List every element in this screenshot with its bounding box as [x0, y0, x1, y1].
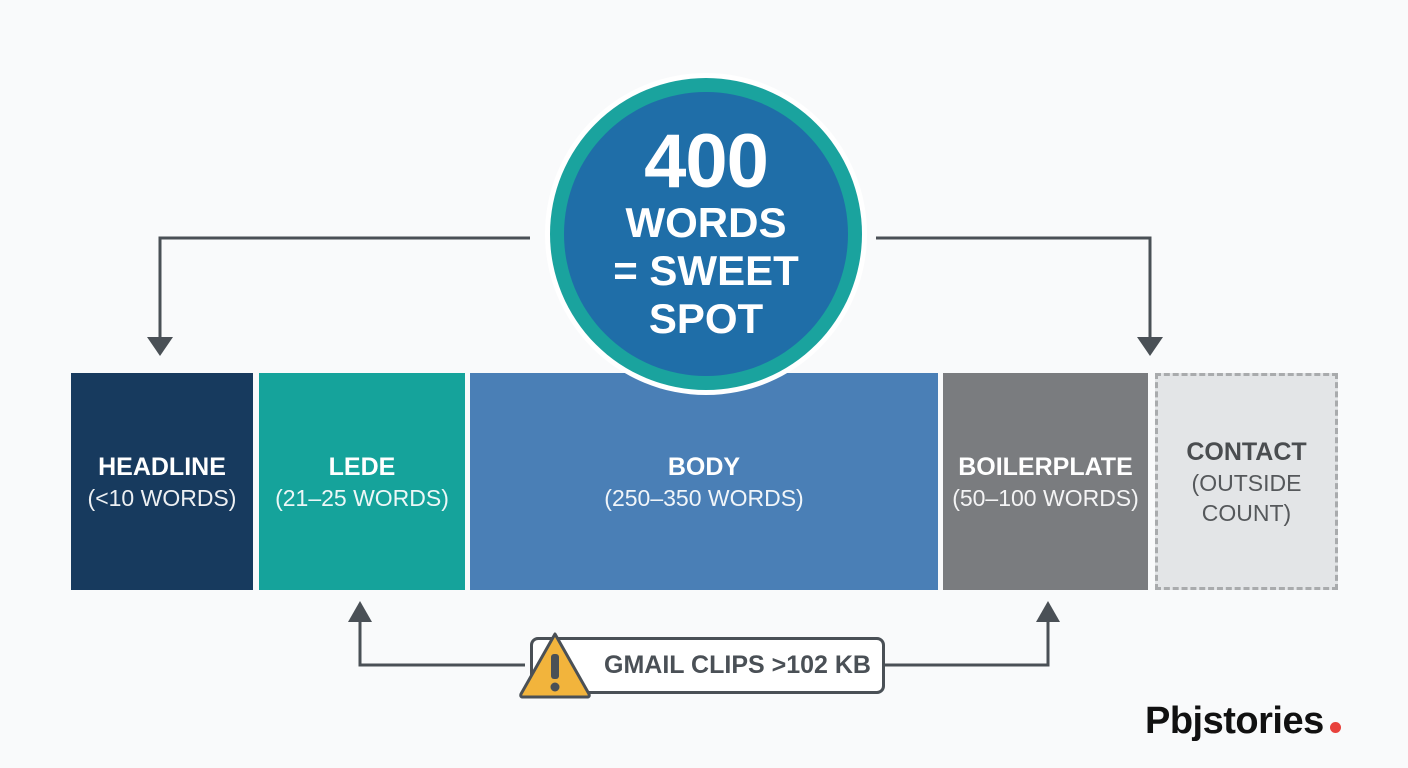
segment-subtitle: (OUTSIDE [1191, 469, 1302, 496]
segment-title: CONTACT [1186, 437, 1307, 466]
segment-headline: HEADLINE (<10 WORDS) [71, 373, 253, 590]
sweet-label: = SWEET [613, 247, 799, 294]
segment-title: BOILERPLATE [958, 452, 1133, 481]
segment-contact: CONTACT (OUTSIDE COUNT) [1155, 373, 1338, 590]
arrow-to-lede [358, 618, 525, 667]
arrowhead [1036, 601, 1060, 622]
logo-dot [1329, 722, 1341, 733]
arrow-to-boilerplate-bottom [885, 618, 1050, 667]
segment-lede: LEDE (21–25 WORDS) [259, 373, 465, 590]
segment-subtitle: (21–25 WORDS) [275, 484, 449, 511]
warning-label: GMAIL CLIPS >102 KB [604, 651, 871, 679]
segment-title: LEDE [328, 452, 396, 481]
segment-title: BODY [667, 452, 741, 481]
arrow-to-boilerplate [876, 236, 1152, 342]
segment-subtitle-line2: COUNT) [1201, 499, 1292, 526]
segment-title: HEADLINE [98, 452, 226, 481]
gmail-warning-badge: GMAIL CLIPS >102 KB [530, 637, 885, 694]
arrowhead [348, 601, 372, 622]
arrowhead [147, 337, 173, 356]
segment-subtitle: (250–350 WORDS) [604, 484, 804, 511]
word-count: 400 [644, 119, 769, 204]
segment-boilerplate: BOILERPLATE (50–100 WORDS) [943, 373, 1148, 590]
arrow-to-headline [158, 236, 530, 342]
word-unit: WORDS [625, 199, 787, 246]
segment-subtitle: (50–100 WORDS) [952, 484, 1139, 511]
logo-text: Pbjstories [1145, 700, 1324, 742]
warning-triangle-icon [519, 632, 591, 699]
spot-label: SPOT [648, 295, 764, 342]
arrowhead [1137, 337, 1163, 356]
segment-body: BODY (250–350 WORDS) [470, 373, 938, 590]
sweet-spot-circle: 400 WORDS = SWEET SPOT [545, 73, 867, 395]
segment-subtitle: (<10 WORDS) [87, 484, 237, 511]
brand-logo: Pbjstories [1145, 700, 1341, 743]
